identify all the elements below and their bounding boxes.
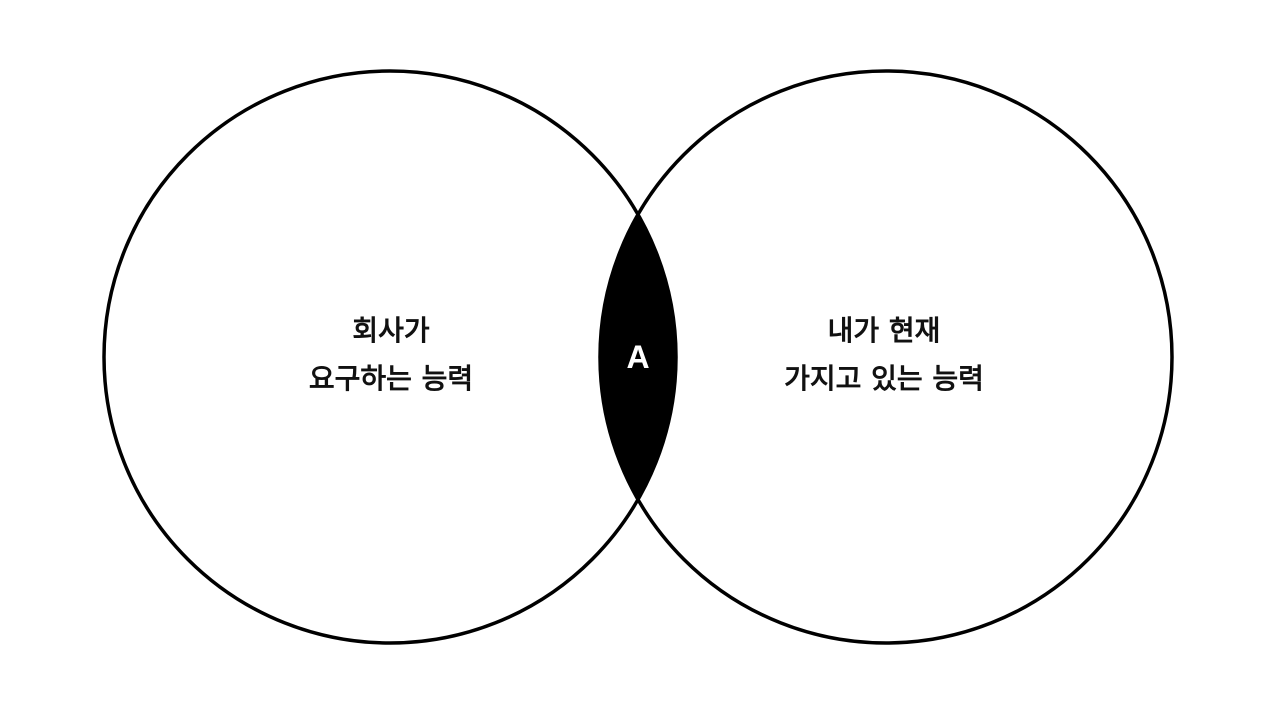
right-set-label: 내가 현재 가지고 있는 능력 xyxy=(784,314,984,395)
right-circle xyxy=(598,69,1174,645)
left-circle xyxy=(102,69,678,645)
left-set-label-line2: 요구하는 능력 xyxy=(309,362,473,395)
right-set-label-line2: 가지고 있는 능력 xyxy=(784,362,984,395)
left-set-label: 회사가 요구하는 능력 xyxy=(309,314,473,395)
left-set-label-line1: 회사가 xyxy=(352,314,430,347)
right-set-label-line1: 내가 현재 xyxy=(828,314,941,347)
intersection-region xyxy=(600,71,676,643)
intersection-label: A xyxy=(626,339,649,375)
